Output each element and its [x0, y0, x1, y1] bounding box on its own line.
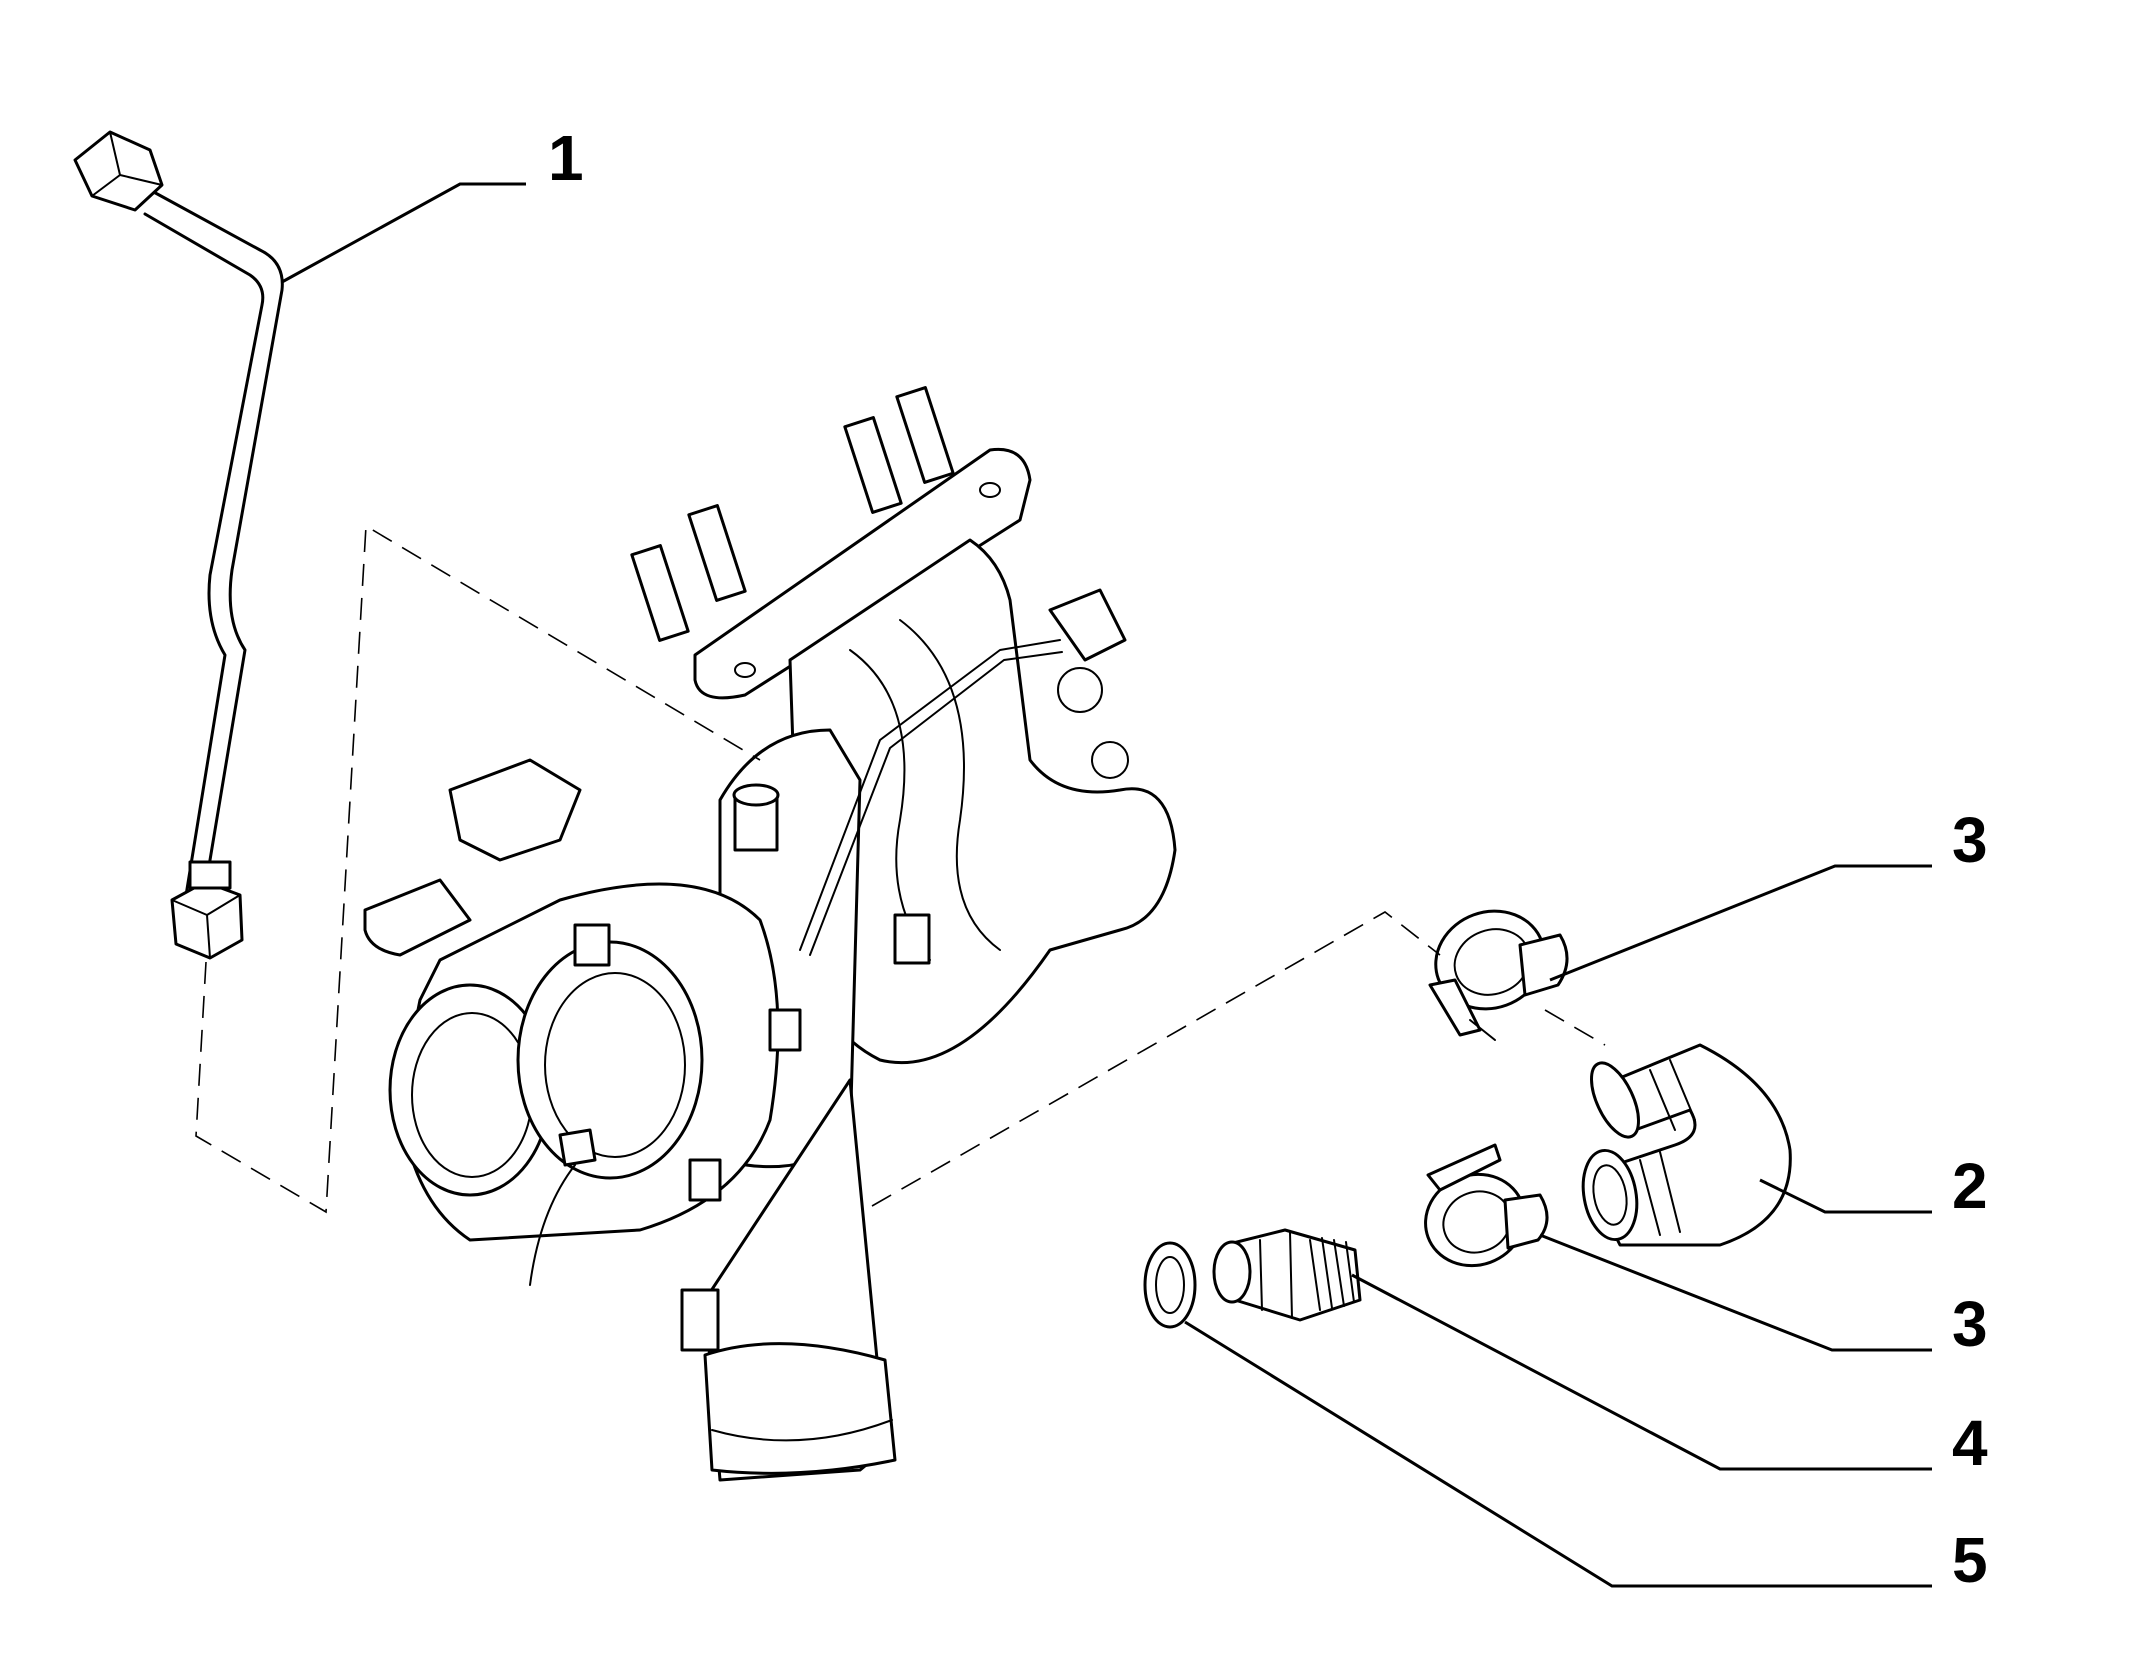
- assembly-lines: [195, 524, 1606, 1214]
- manifold-flange: [630, 386, 1032, 700]
- leader-lines: [281, 182, 1932, 1588]
- callout-numbers: 1 3 2 3 4 5: [548, 122, 1988, 1596]
- coolant-hose[interactable]: [1577, 1043, 1792, 1247]
- oil-inlet-fitting: [732, 783, 780, 852]
- turbocharger[interactable]: [363, 386, 1177, 1482]
- threaded-union[interactable]: [1212, 1228, 1362, 1322]
- sealing-washer[interactable]: [1143, 1241, 1197, 1329]
- callout-3-upper: 3: [1952, 804, 1988, 876]
- callout-2: 2: [1952, 1150, 1988, 1222]
- pipe-nut-bottom: [170, 860, 244, 960]
- pipe-nut-top: [73, 130, 164, 212]
- oil-feed-pipe[interactable]: [73, 130, 284, 960]
- callout-4: 4: [1952, 1407, 1988, 1479]
- callout-5: 5: [1952, 1524, 1988, 1596]
- callout-1: 1: [548, 122, 584, 194]
- housing-bolts: [573, 913, 931, 1202]
- hose-clamp-lower[interactable]: [1413, 1143, 1549, 1279]
- callout-3-lower: 3: [1952, 1288, 1988, 1360]
- hose-clamp-upper[interactable]: [1422, 896, 1569, 1041]
